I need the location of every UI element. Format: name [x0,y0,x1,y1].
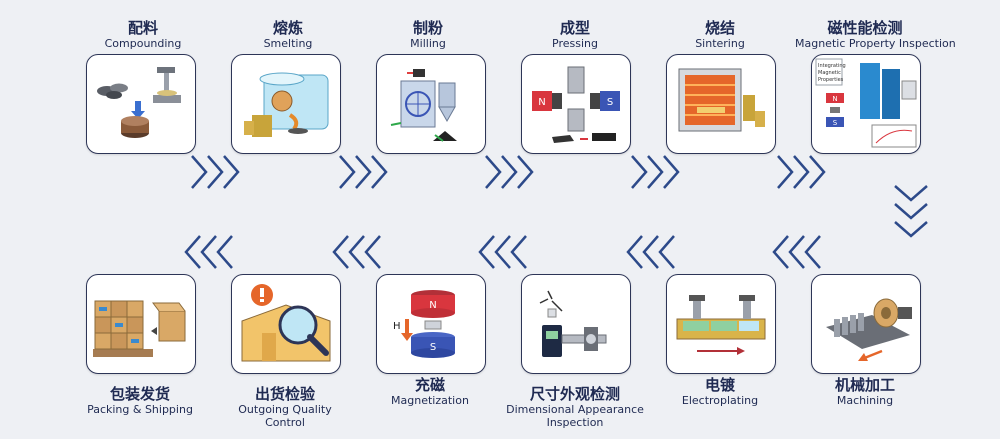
h-field-label: H [393,321,401,332]
step-zh: 充磁 [414,376,445,394]
magnet-s-label: S [833,119,838,127]
smelting-illustration [231,54,341,154]
step-en: Packing & Shipping [87,403,193,416]
pressing-illustration: N S [521,54,631,154]
outgoing-qc-illustration [231,274,341,374]
magnet-n-label: N [538,97,545,108]
step-smelting-label: 熔炼 Smelting [218,19,358,50]
step-zh: 制粉 [412,19,443,37]
chevron-down-icon [894,185,928,238]
sheet-text-1: Integrating [818,63,846,69]
sheet-text-3: Properties [818,77,844,83]
magnetic-inspection-illustration: Integrating Magnetic Properties N S [811,54,921,154]
chevron-left-icon [478,235,527,269]
magnetization-illustration: N S H [376,274,486,374]
step-en: Magnetic Property Inspection [795,37,956,50]
chevron-right-icon [777,155,826,189]
step-electroplating-label: 电镀 Electroplating [650,376,790,407]
step-compounding-label: 配料 Compounding [73,19,213,50]
step-en: Sintering [695,37,745,50]
chevron-right-icon [631,155,680,189]
step-outgoing-qc-label: 出货检验 Outgoing Quality Control [215,385,355,429]
chevron-right-icon [339,155,388,189]
compounding-illustration [86,54,196,154]
step-en: Compounding [104,37,182,50]
step-magnetic-inspection-label: 磁性能检测 Magnetic Property Inspection [795,19,956,50]
step-pressing-label: 成型 Pressing [505,19,645,50]
sintering-illustration [666,54,776,154]
step-en-line2: Control [265,416,305,429]
step-en: Milling [410,37,446,50]
chevron-left-icon [772,235,821,269]
step-en: Electroplating [681,394,759,407]
step-zh: 机械加工 [834,376,895,394]
step-en: Magnetization [391,394,469,407]
step-zh: 熔炼 [272,19,303,37]
electroplating-illustration [666,274,776,374]
chevron-right-icon [485,155,534,189]
step-zh: 包装发货 [109,385,170,403]
step-en: Pressing [552,37,598,50]
step-zh: 尺寸外观检测 [529,385,620,403]
packing-illustration [86,274,196,374]
sheet-text-2: Magnetic [818,70,841,76]
step-zh: 配料 [127,19,158,37]
step-zh: 电镀 [704,376,735,394]
magnet-n-label: N [832,95,837,103]
step-milling-label: 制粉 Milling [358,19,498,50]
dimensional-inspection-illustration [521,274,631,374]
magnet-s-label: S [430,342,436,353]
chevron-left-icon [184,235,233,269]
step-zh: 成型 [559,19,590,37]
step-dimensional-inspection-label: 尺寸外观检测 Dimensional Appearance Inspection [505,385,645,429]
step-en: Dimensional Appearance [506,403,644,416]
chevron-right-icon [191,155,240,189]
step-zh: 烧结 [704,19,735,37]
magnet-n-label: N [429,300,436,311]
step-magnetization-label: 充磁 Magnetization [360,376,500,407]
step-machining-label: 机械加工 Machining [795,376,935,407]
step-packing-label: 包装发货 Packing & Shipping [70,385,210,416]
step-zh: 出货检验 [254,385,315,403]
machining-illustration [811,274,921,374]
step-en-line2: Inspection [546,416,604,429]
chevron-left-icon [626,235,675,269]
step-en: Smelting [263,37,313,50]
milling-illustration [376,54,486,154]
step-zh: 磁性能检测 [827,19,903,37]
chevron-left-icon [332,235,381,269]
step-en: Outgoing Quality [238,403,332,416]
magnet-s-label: S [607,97,613,108]
step-sintering-label: 烧结 Sintering [650,19,790,50]
step-en: Machining [836,394,894,407]
